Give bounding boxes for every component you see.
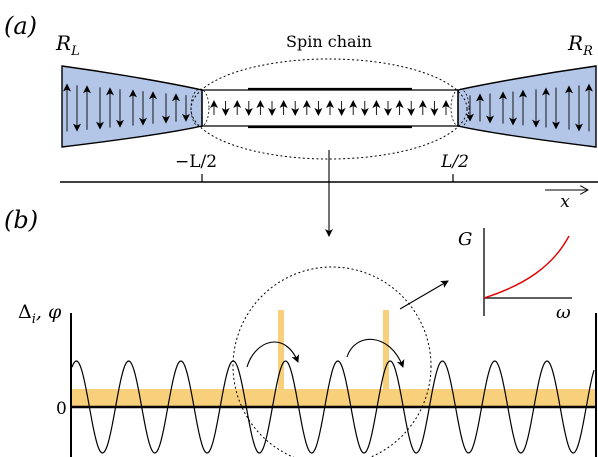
- reservoir-right-label: RR: [567, 31, 593, 59]
- tick-label-plus-L2: L/2: [440, 152, 469, 172]
- reservoir-right: [457, 65, 597, 148]
- panel-a-label: (a): [4, 12, 37, 40]
- reservoir-left-label: RL: [55, 31, 80, 59]
- inset-pointer-arrow: [399, 280, 449, 310]
- zero-label: 0: [56, 399, 67, 419]
- impurity-spike-right: [383, 310, 389, 389]
- chain-spins: [210, 100, 450, 116]
- reservoir-left-spins: [63, 83, 190, 132]
- panel-b-label: (b): [4, 206, 38, 234]
- impurity-spike-left: [278, 310, 284, 389]
- zoom-circle: [232, 266, 432, 457]
- potential-wave: [71, 360, 595, 454]
- inset-y-label: G: [458, 229, 472, 250]
- left-junction-ellipse: [190, 88, 210, 128]
- x-axis-variable: x: [560, 192, 570, 212]
- tick-label-minus-L2: −L/2: [175, 152, 217, 172]
- hop-arrow-left: [246, 341, 300, 368]
- right-junction-ellipse: [450, 88, 470, 128]
- reservoir-right-spins: [466, 83, 593, 132]
- spin-chain-title: Spin chain: [286, 32, 372, 51]
- inset-curve: [483, 235, 570, 299]
- inset-x-label: ω: [556, 302, 571, 323]
- reservoir-left: [61, 65, 203, 148]
- pairing-band: [72, 389, 596, 407]
- chain-focus-ellipse: [190, 58, 468, 160]
- hop-arrow-right: [346, 338, 405, 368]
- y-axis-label: Δi, φ: [18, 301, 62, 327]
